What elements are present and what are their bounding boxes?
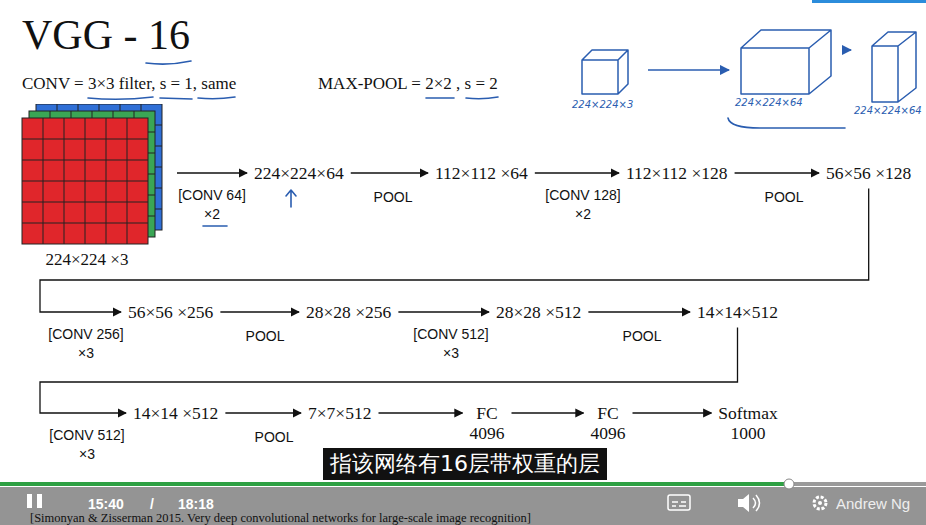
progress-played — [0, 482, 788, 486]
input-volume: 224×224 ×3 — [20, 104, 170, 270]
layer-volume: 56×56 ×128 — [826, 163, 911, 184]
settings-gear-icon — [814, 497, 826, 509]
layer-arrow — [40, 328, 738, 414]
conv-spec: CONV = 3×3 filter, s = 1, same — [22, 74, 236, 94]
layer-arrow — [379, 412, 463, 413]
layer-arrow — [588, 311, 690, 312]
total-time: 18:18 — [178, 496, 214, 512]
volume-size: 14×14×512 — [697, 302, 778, 323]
operation-label: POOL — [600, 327, 684, 346]
pause-icon — [27, 494, 42, 508]
layer-volume: 14×14×512 — [697, 302, 778, 323]
operation-label: POOL — [351, 188, 435, 207]
volume-icon — [738, 494, 760, 512]
pen-bracket — [728, 118, 845, 128]
layer-arrow — [398, 311, 489, 312]
layer-arrow — [633, 412, 712, 413]
volume-size: 56×56 ×256 — [128, 302, 213, 323]
player-control-bar — [0, 487, 926, 525]
progress-knob — [784, 479, 794, 489]
dense-layer: Softmax 1000 — [718, 403, 777, 443]
sketch-arrow — [648, 69, 729, 71]
layer-volume: 224×224×64 — [254, 163, 344, 184]
dense-layer: FC 4096 — [591, 403, 626, 443]
pen-underline — [426, 97, 454, 99]
volume-size: 28×28 ×256 — [306, 302, 391, 323]
operation-label: POOL — [232, 428, 316, 447]
time-separator: / — [150, 496, 154, 512]
volume-size: 56×56 ×128 — [826, 163, 911, 184]
volume-size: 7×7×512 — [308, 403, 372, 424]
sketch-volume: 224×224×64 — [735, 24, 839, 108]
pen-underline — [146, 61, 191, 64]
sketch-volume: 224×224×3 — [572, 44, 642, 110]
volume-size: 112×112 ×128 — [626, 163, 728, 184]
volume-size: 112×112 ×64 — [435, 163, 528, 184]
volume-size: FC 4096 — [591, 403, 626, 443]
operation-label: [CONV 512] ×3 — [45, 426, 129, 464]
slide-title: VGG - 16 — [22, 14, 190, 56]
volume-size: Softmax 1000 — [718, 403, 777, 443]
operation-label: POOL — [742, 188, 826, 207]
pool-spec: MAX-POOL = 2×2 , s = 2 — [318, 74, 498, 94]
video-subtitle: 指该网络有16层带权重的层 — [323, 448, 607, 480]
operation-label: POOL — [223, 327, 307, 346]
dense-layer: FC 4096 — [470, 403, 505, 443]
sketch-volume-drawing — [735, 24, 839, 96]
layer-arrow — [220, 311, 299, 312]
volume-size: 224×224 ×3 — [20, 250, 154, 270]
layer-arrow — [512, 412, 584, 413]
layer-arrow — [535, 172, 619, 173]
lecturer-watermark: Andrew Ng — [836, 495, 910, 512]
layer-volume: 56×56 ×256 — [128, 302, 213, 323]
operation-label: [CONV 64] ×2 — [170, 186, 254, 224]
operation-label: [CONV 128] ×2 — [541, 186, 625, 224]
handwritten-size: 224×224×64 — [735, 97, 839, 108]
top-progress-strip — [812, 0, 926, 3]
volume-size: FC 4096 — [470, 403, 505, 443]
handwritten-size: 224×224×64 — [854, 105, 922, 116]
volume-size: 14×14 ×512 — [133, 403, 218, 424]
layer-arrow — [225, 412, 301, 413]
volume-size: 28×28 ×512 — [496, 302, 581, 323]
layer-arrow — [351, 172, 428, 173]
pen-underline — [466, 97, 498, 99]
sketch-volume: 224×224×64 — [854, 28, 922, 116]
pen-underline — [203, 225, 227, 227]
layer-volume: 112×112 ×128 — [626, 163, 728, 184]
sketch-volume-drawing — [854, 28, 922, 104]
layer-volume: 14×14 ×512 — [133, 403, 218, 424]
layer-arrow — [40, 189, 869, 313]
sketch-volume-drawing — [572, 44, 642, 98]
pen-underline — [88, 97, 153, 99]
layer-arrow — [735, 172, 819, 173]
volume-size: 224×224×64 — [254, 163, 344, 184]
layer-arrow — [177, 172, 247, 173]
sketch-arrow — [842, 49, 851, 51]
pen-arrow — [286, 190, 296, 207]
operation-label: [CONV 512] ×3 — [409, 325, 493, 363]
pen-underline — [160, 98, 192, 99]
image-channel — [22, 118, 148, 244]
input-image — [20, 104, 170, 246]
citation: [Simonyan & Zisserman 2015. Very deep co… — [30, 511, 531, 525]
layer-volume: 112×112 ×64 — [435, 163, 528, 184]
operation-label: [CONV 256] ×3 — [44, 325, 128, 363]
subtitle-icon — [668, 495, 690, 510]
pen-underline — [198, 97, 235, 99]
layer-volume: 28×28 ×512 — [496, 302, 581, 323]
layer-volume: 7×7×512 — [308, 403, 372, 424]
current-time: 15:40 — [88, 496, 124, 512]
handwritten-size: 224×224×3 — [572, 99, 642, 110]
layer-volume: 28×28 ×256 — [306, 302, 391, 323]
